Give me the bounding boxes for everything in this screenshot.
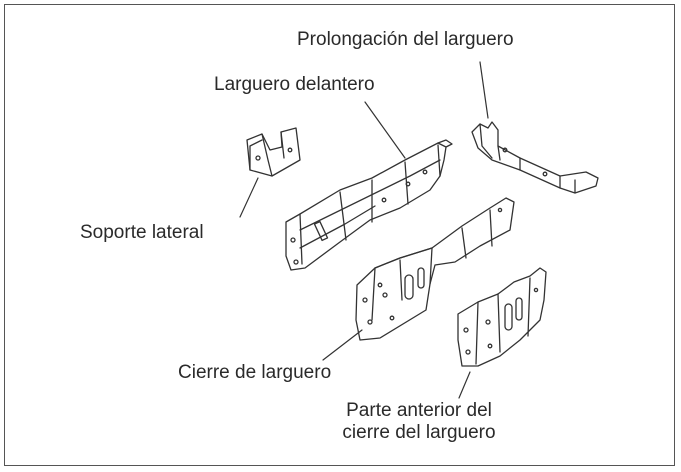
leader-soporte-lateral [239, 177, 259, 218]
prolongacion-larguero-part [471, 121, 599, 194]
leader-larguero-delantero [364, 101, 406, 159]
label-cierre-larguero: Cierre de larguero [178, 362, 332, 383]
soporte-lateral-part [246, 127, 301, 177]
cierre-larguero-part [355, 197, 515, 341]
parte-anterior-part [457, 267, 547, 367]
label-parte-anterior-line1: Parte anterior del [346, 400, 492, 421]
larguero-delantero-part [285, 139, 453, 271]
label-prolongacion-larguero: Prolongación del larguero [297, 29, 514, 50]
label-parte-anterior-line2: cierre del larguero [342, 422, 496, 443]
label-soporte-lateral: Soporte lateral [80, 222, 204, 243]
leader-parte-anterior [458, 371, 471, 399]
leader-lines [239, 61, 489, 399]
label-parte-anterior: Parte anterior del cierre del larguero [324, 400, 514, 444]
label-larguero-delantero: Larguero delantero [214, 74, 375, 95]
leader-prolongacion [479, 61, 489, 119]
leader-cierre-larguero [322, 329, 363, 361]
